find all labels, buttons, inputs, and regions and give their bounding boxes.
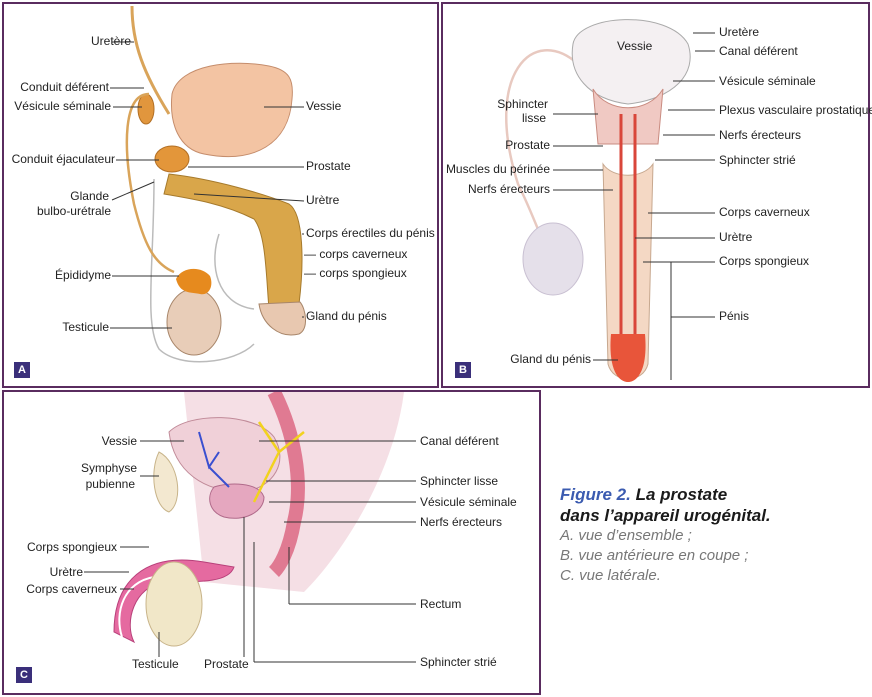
label-penis: Pénis (719, 309, 750, 323)
figure-caption: Figure 2. La prostate dans l’appareil ur… (560, 484, 860, 586)
label-bladder: Vessie (617, 39, 653, 53)
label-prostate: Prostate (306, 159, 351, 173)
label-pubic: pubienne (85, 477, 135, 491)
caption-item-b: B. vue antérieure en coupe ; (560, 547, 749, 564)
caption-title-rest: La prostate (630, 485, 728, 504)
label-epididymis: Épididyme (54, 268, 111, 282)
caption-title: Figure 2. La prostate (560, 484, 860, 505)
label-cavernous-bodies: — corps caverneux (304, 247, 408, 261)
label-prostate: Prostate (204, 657, 249, 671)
label-erector-nerves-left: Nerfs érecteurs (467, 182, 550, 196)
label-perineal-muscles: Muscles du périnée (445, 162, 550, 176)
label-testis: Testicule (62, 320, 109, 334)
label-smooth: lisse (521, 111, 546, 125)
panel-a-overview: Uretère Conduit déférent Vésicule sémina… (2, 2, 439, 388)
prostate-shape (592, 88, 664, 145)
panel-c-lateral-view: Vessie Symphyse pubienne Corps spongieux… (2, 390, 541, 695)
panel-b-badge: B (455, 362, 471, 378)
testis-shape (522, 222, 584, 296)
label-cavernous-body: Corps caverneux (719, 205, 810, 219)
bladder-shape (571, 19, 691, 105)
glans-shape (258, 301, 306, 336)
label-vas-deferens: Canal déférent (420, 434, 499, 448)
caption-title-line2: dans l’appareil urogénital. (560, 506, 771, 525)
panel-c-badge: C (16, 667, 32, 683)
label-smooth-sphincter: Sphincter lisse (420, 474, 499, 488)
label-spongy-body: Corps spongieux (719, 254, 810, 268)
label-urethra: Urètre (719, 230, 753, 244)
label-gland: Glande (70, 189, 109, 203)
label-rectum: Rectum (420, 597, 462, 611)
body-outline (149, 178, 255, 363)
label-ureter: Uretère (719, 25, 760, 39)
label-ejaculatory-duct: Conduit éjaculateur (11, 152, 115, 166)
glans-shape (610, 334, 646, 382)
label-bulbourethral: bulbo-urétrale (36, 204, 111, 218)
label-pubic-symphysis: Symphyse (80, 461, 137, 475)
ureter-shape (130, 5, 171, 115)
rectum-shape (267, 392, 305, 577)
label-urethra: Urètre (49, 565, 83, 579)
leg-outline (214, 233, 255, 310)
urethra-shape (619, 114, 637, 374)
penis-body-shape (602, 162, 654, 380)
nerves-shape (252, 421, 305, 503)
label-bladder: Vessie (101, 434, 137, 448)
label-striated-sphincter: Sphincter strié (420, 655, 497, 669)
panel-b-leaders (553, 32, 715, 380)
label-prostatic-plexus: Plexus vasculaire prostatique (719, 103, 872, 117)
label-seminal-vesicle: Vésicule séminale (719, 74, 816, 88)
prostate-shape (154, 145, 190, 173)
label-corpus-cavernosum: Corps caverneux (26, 582, 117, 596)
label-spongy-body: — corps spongieux (304, 266, 407, 280)
caption-figure-number: Figure 2. (560, 485, 631, 504)
epididymis-shape (176, 268, 212, 295)
vas-deferens-shape (125, 92, 175, 274)
panel-b-illustration (505, 19, 715, 382)
bladder-shape (168, 417, 281, 493)
panel-a-illustration (110, 5, 306, 363)
seminal-vesicle-shape (137, 93, 155, 125)
label-seminal-vesicle: Vésicule séminale (14, 99, 111, 113)
label-glans: Gland du pénis (510, 352, 591, 366)
bladder-shape (170, 62, 293, 158)
label-sphincter: Sphincter (497, 97, 548, 111)
label-urethra: Urètre (306, 193, 340, 207)
label-testis: Testicule (132, 657, 179, 671)
prostate-shape (209, 483, 265, 519)
label-glans: Gland du pénis (306, 309, 387, 323)
caption-item-c: C. vue latérale. (560, 567, 661, 584)
label-vas-deferens: Conduit déférent (20, 80, 109, 94)
label-ureter: Uretère (90, 34, 131, 48)
label-erector-nerves: Nerfs érecteurs (420, 515, 503, 529)
panel-a-badge: A (14, 362, 30, 378)
panel-b-anterior-section: Vessie Uretère Canal déférent Vésicule s… (441, 2, 872, 388)
testis-shape (166, 288, 222, 356)
pubic-symphysis-shape (153, 451, 179, 513)
testis-shape (145, 561, 203, 647)
panel-c-illustration (84, 392, 416, 663)
caption-item-a: A. vue d’ensemble ; (560, 527, 692, 544)
label-erectile-bodies: Corps érectiles du pénis (306, 226, 435, 240)
urethra-shape (118, 576, 155, 638)
label-prostate: Prostate (505, 138, 550, 152)
label-seminal-vesicle: Vésicule séminale (420, 495, 517, 509)
panel-a-leaders (110, 41, 305, 329)
label-erector-nerves-right: Nerfs érecteurs (719, 128, 802, 142)
label-vas-deferens: Canal déférent (719, 44, 798, 58)
label-striated-sphincter: Sphincter strié (719, 153, 796, 167)
label-corpus-spongiosum: Corps spongieux (26, 540, 117, 554)
vessels-shape (198, 431, 230, 488)
panel-c-leaders (84, 440, 416, 663)
label-bladder: Vessie (306, 99, 342, 113)
